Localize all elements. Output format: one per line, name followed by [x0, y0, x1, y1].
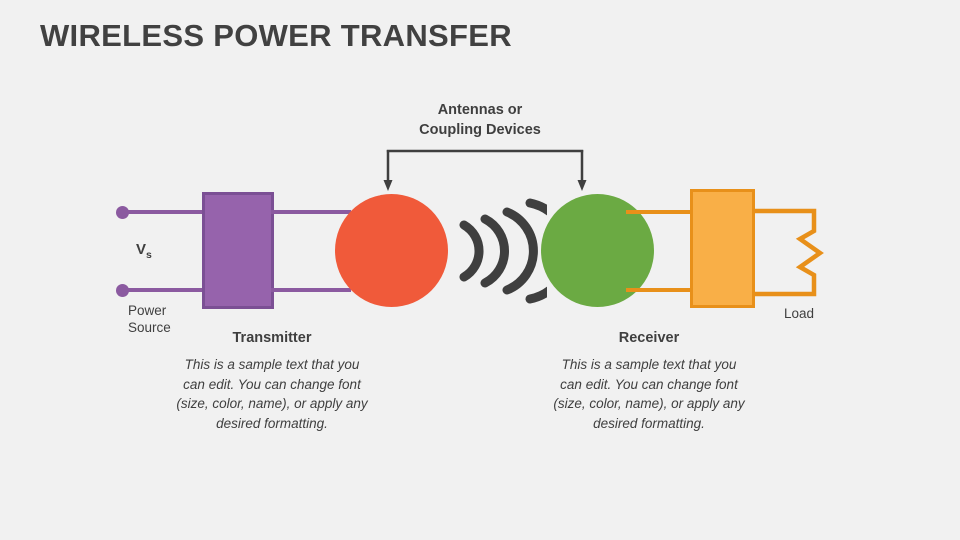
- antennas-annotation-line1: Antennas or: [437, 102, 523, 118]
- source-wire-bottom: [122, 288, 206, 292]
- transmitter-caption: Transmitter This is a sample text that y…: [172, 330, 372, 433]
- wireless-signal-waves-icon: [459, 198, 547, 304]
- annotation-bracket-arrows: [383, 149, 587, 191]
- load-label: Load: [784, 306, 815, 321]
- source-voltage-subscript: s: [146, 249, 152, 261]
- source-wire-top: [122, 210, 206, 214]
- transmitter-wire-bottom: [271, 288, 351, 292]
- transmitter-box: [202, 192, 274, 309]
- receiver-wire-bottom: [626, 288, 693, 292]
- receiver-caption-body: This is a sample text that you can edit.…: [553, 357, 745, 431]
- receiver-wire-top: [626, 210, 693, 214]
- antennas-annotation-label: Antennas or Coupling Devices: [380, 100, 580, 140]
- transmitter-caption-title: Transmitter: [232, 330, 312, 346]
- load-resistor-symbol: [752, 208, 824, 297]
- receiver-caption: Receiver This is a sample text that you …: [549, 330, 749, 433]
- transmitter-caption-body: This is a sample text that you can edit.…: [176, 357, 368, 431]
- receiver-caption-title: Receiver: [618, 330, 680, 346]
- antennas-annotation-line2: Coupling Devices: [419, 122, 541, 138]
- power-source-line1: Power: [128, 303, 167, 318]
- source-voltage-symbol: V: [136, 241, 147, 258]
- receiver-box: [690, 189, 755, 308]
- transmitter-antenna-circle: [335, 194, 448, 307]
- transmitter-wire-top: [271, 210, 351, 214]
- page-title: WIRELESS POWER TRANSFER: [40, 18, 512, 53]
- source-voltage-label: Vs: [136, 241, 152, 261]
- power-source-line2: Source: [128, 320, 171, 335]
- power-source-label: Power Source: [128, 302, 198, 336]
